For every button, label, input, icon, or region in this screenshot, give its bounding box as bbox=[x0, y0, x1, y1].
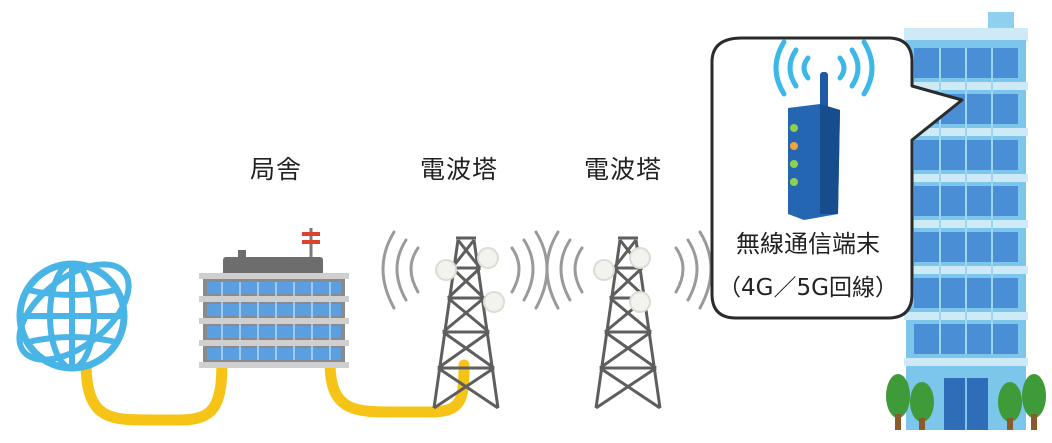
cable-internet-to-station bbox=[80, 354, 228, 426]
device-label: 無線通信端末 bbox=[736, 230, 880, 258]
cable-station-to-tower bbox=[324, 356, 470, 418]
globe-icon bbox=[16, 260, 132, 372]
station-label: 局舎 bbox=[249, 155, 303, 184]
tower-2-label: 電波塔 bbox=[583, 155, 663, 184]
network-label: （4G／5G回線） bbox=[718, 275, 898, 301]
station-building bbox=[199, 228, 349, 368]
radio-tower-1 bbox=[381, 230, 549, 410]
wireless-router-icon bbox=[773, 39, 875, 220]
tree-icon bbox=[886, 374, 1046, 422]
tower-1-label: 電波塔 bbox=[419, 155, 499, 184]
office-building bbox=[904, 12, 1028, 430]
radio-tower-2 bbox=[545, 230, 713, 410]
